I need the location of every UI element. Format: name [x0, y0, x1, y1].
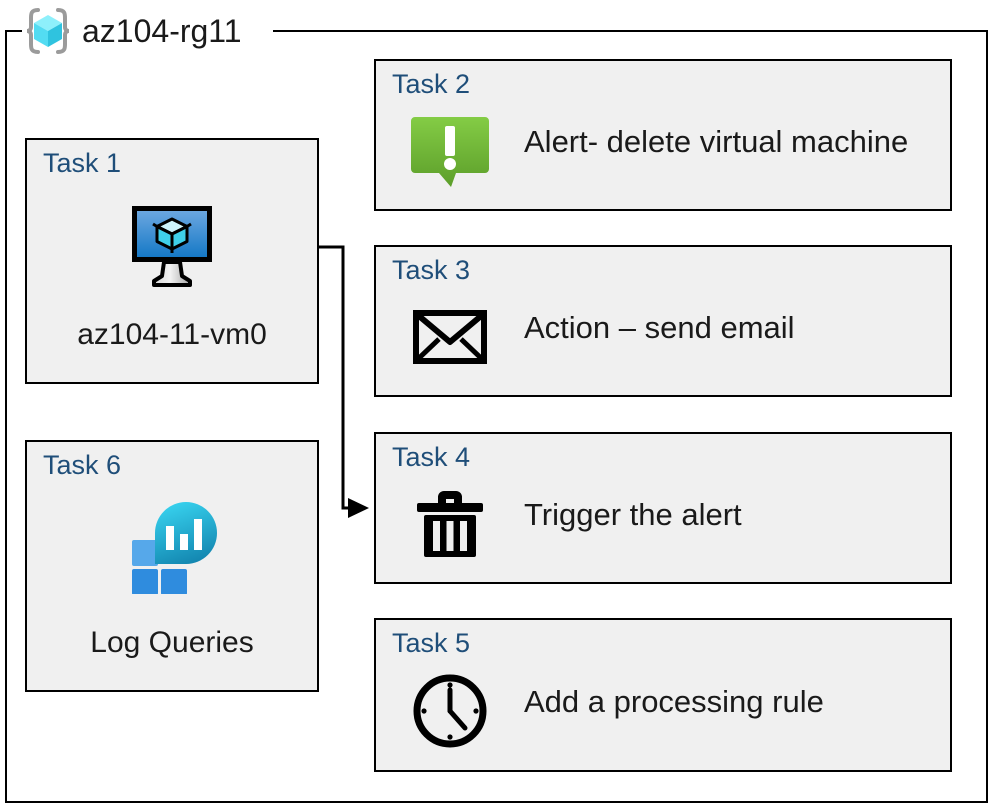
- log-analytics-icon: [124, 498, 220, 595]
- container-top-border-left: [5, 30, 30, 32]
- clock-icon: [409, 668, 491, 750]
- task-card-text: Alert- delete virtual machine: [524, 124, 909, 160]
- task-card-text: Add a processing rule: [524, 684, 824, 720]
- task-label: Task 6: [43, 450, 122, 480]
- task-card-text: Action – send email: [524, 310, 795, 346]
- task-card-task1[interactable]: Task 1: [25, 138, 319, 384]
- task-label: Task 3: [392, 255, 471, 285]
- trash-can-icon: [409, 482, 491, 564]
- envelope-icon: [409, 295, 491, 377]
- resource-group-title: az104-rg11: [22, 3, 252, 59]
- task-label: Task 4: [392, 442, 471, 472]
- task-card-text: az104-11-vm0: [77, 318, 267, 351]
- task-card-task2[interactable]: Task 2 Alert- delete virtual machine: [374, 59, 952, 211]
- resource-group-name: az104-rg11: [82, 12, 242, 49]
- virtual-machine-icon: [124, 196, 220, 292]
- task-card-text: Log Queries: [90, 626, 254, 659]
- task-card-task5[interactable]: Task 5 Add a processing rule: [374, 618, 952, 772]
- task-card-text: Trigger the alert: [524, 497, 742, 533]
- task-label: Task 5: [392, 628, 471, 658]
- task-card-task4[interactable]: Task 4 Trigger the alert: [374, 432, 952, 584]
- task-card-task3[interactable]: Task 3 Action – send email: [374, 245, 952, 397]
- task-card-task6[interactable]: Task 6 Log Queries: [25, 440, 319, 692]
- resource-group-container: [5, 31, 988, 803]
- alert-bubble-icon: [409, 109, 491, 191]
- container-top-border-right: [273, 30, 988, 32]
- task-label: Task 1: [43, 148, 122, 178]
- task-label: Task 2: [392, 69, 471, 99]
- azure-resource-group-icon: [22, 5, 74, 57]
